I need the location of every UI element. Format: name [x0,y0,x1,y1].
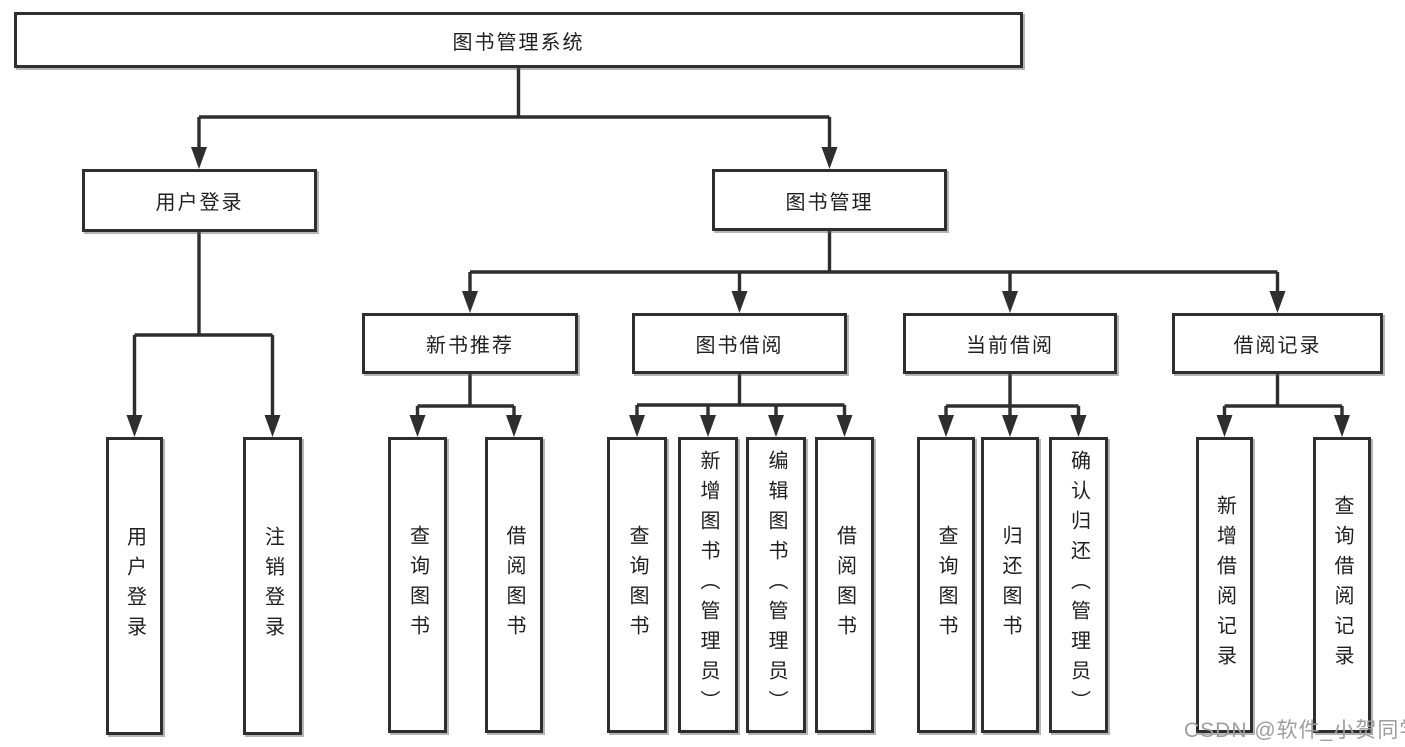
arrow-down-icon [506,415,522,437]
arrow-down-icon [1334,415,1350,437]
leaf-return-books: 归还图书 [981,437,1039,733]
node-label: 注销登录 [261,526,284,646]
leaf-query-books-recommend: 查询图书 [388,437,447,733]
arrow-down-icon [1216,415,1233,437]
leaf-query-borrow-record: 查询借阅记录 [1313,437,1371,733]
arrow-down-icon [264,415,281,437]
watermark: CSDN @软件_小贺同学 [1184,719,1405,742]
node-label: 查询图书 [626,525,648,645]
leaf-borrow-books-recommend: 借阅图书 [485,437,543,733]
node-borrowing-records: 借阅记录 [1172,313,1383,374]
leaf-logout-login: 注销登录 [243,437,302,735]
node-label: 新书推荐 [426,335,514,357]
node-label: 确认归还（管理员） [1067,450,1090,720]
node-label: 查询图书 [935,525,957,645]
node-label: 图书管理 [785,191,874,214]
node-label: 图书借阅 [695,335,784,357]
node-label: 查询借阅记录 [1331,495,1353,675]
node-label: 借阅图书 [833,525,856,645]
arrow-down-icon [700,415,716,437]
node-library-management-system: 图书管理系统 [14,12,1023,68]
arrow-down-icon [409,415,426,437]
node-label: 新增图书（管理员） [697,450,719,720]
arrow-down-icon [126,415,143,437]
node-label: 编辑图书（管理员） [765,450,787,720]
arrow-down-icon [938,415,954,437]
node-book-management-module: 图书管理 [712,169,947,231]
arrow-down-icon [768,415,784,437]
leaf-user-login: 用户登录 [106,437,163,735]
arrow-down-icon [1070,415,1087,437]
leaf-query-books-borrowing: 查询图书 [607,437,667,733]
leaf-edit-books-admin: 编辑图书（管理员） [746,437,806,733]
leaf-add-borrow-record: 新增借阅记录 [1196,437,1253,733]
leaf-query-books-current: 查询图书 [917,437,975,733]
leaf-borrow-books-borrowing: 借阅图书 [815,437,874,733]
arrow-down-icon [836,415,853,437]
node-label: 用户登录 [123,526,146,646]
node-new-book-recommendation: 新书推荐 [362,313,578,374]
arrow-down-icon [191,147,207,169]
arrow-down-icon [629,415,645,437]
arrow-down-icon [1269,291,1286,313]
node-label: 归还图书 [999,525,1021,645]
arrow-down-icon [1002,415,1018,437]
node-label: 当前借阅 [966,335,1054,357]
node-user-login-module: 用户登录 [82,169,317,232]
connector-path [132,68,1344,420]
node-label: 查询图书 [406,525,429,645]
arrow-down-icon [731,291,748,313]
node-label: 借阅记录 [1233,335,1322,357]
node-label: 图书管理系统 [452,31,585,54]
arrow-down-icon [821,147,838,169]
leaf-add-books-admin: 新增图书（管理员） [678,437,738,733]
leaf-confirm-return-admin: 确认归还（管理员） [1049,437,1108,733]
node-book-borrowing: 图书借阅 [632,313,847,374]
arrow-down-icon [462,291,478,313]
node-label: 用户登录 [155,192,244,214]
arrow-down-icon [1002,291,1018,313]
node-label: 新增借阅记录 [1213,495,1236,675]
node-label: 借阅图书 [503,525,525,645]
node-current-borrowing: 当前借阅 [903,313,1117,374]
